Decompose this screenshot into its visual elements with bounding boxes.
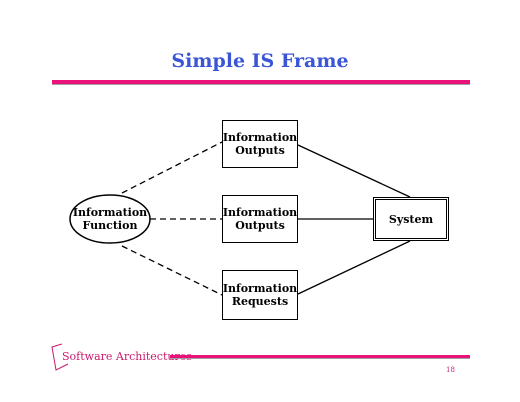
title-rule-shadow (52, 84, 470, 85)
information-outputs-box-middle: Information Outputs (222, 195, 298, 243)
information-outputs-box-top: Information Outputs (222, 120, 298, 168)
slide-title: Simple IS Frame (171, 50, 349, 72)
dashed-connector-bottom (121, 245, 223, 296)
footer-rule (170, 355, 470, 358)
information-function-line2: Function (82, 219, 138, 232)
box-bottom-line2: Requests (231, 295, 289, 308)
box-middle-line2: Outputs (235, 219, 285, 232)
information-function-ellipse (69, 194, 151, 244)
system-box: System (373, 197, 449, 241)
box-middle-line1: Information (222, 206, 298, 219)
footer-title: Software Architectures (62, 350, 192, 363)
box-bottom-line1: Information (222, 282, 298, 295)
information-requests-box: Information Requests (222, 270, 298, 320)
box-top-line2: Outputs (235, 144, 285, 157)
solid-connector-bottom (297, 240, 411, 295)
dashed-connector-top (121, 141, 223, 194)
page-number: 18 (446, 366, 455, 374)
information-function-line1: Information (72, 206, 148, 219)
solid-connector-top (297, 144, 411, 198)
box-top-line1: Information (222, 131, 298, 144)
footer-rule-shadow (170, 358, 470, 359)
footer-logo-bracket (51, 343, 69, 371)
title-rule (52, 80, 470, 84)
information-function-label: Information Function (72, 200, 148, 238)
